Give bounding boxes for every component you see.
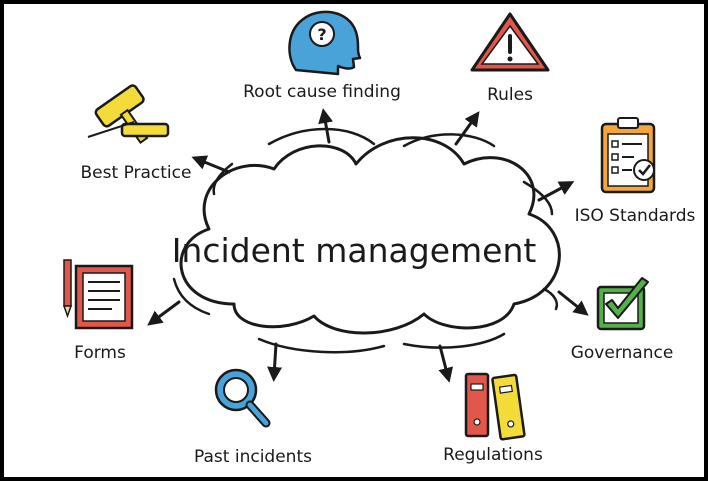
checkbox-tick-icon (596, 277, 649, 331)
central-cloud: Incident management (172, 127, 561, 354)
svg-text:?: ? (317, 25, 326, 44)
node-label-past-incidents: Past incidents (194, 447, 312, 467)
arrow-forms (147, 300, 181, 326)
form-document-icon (62, 259, 134, 330)
connector-arrows (147, 108, 589, 383)
background (4, 4, 704, 477)
binders-icon (464, 372, 526, 441)
node-label-best-practice: Best Practice (81, 163, 192, 183)
node-past-incidents: Past incidents (194, 368, 312, 467)
arrow-regulations (438, 344, 454, 383)
warning-triangle-icon (470, 12, 550, 72)
node-label-iso: ISO Standards (575, 206, 696, 226)
node-label-root-cause: Root cause finding (243, 82, 401, 102)
node-label-regulations: Regulations (443, 445, 543, 465)
node-rules: Rules (470, 12, 550, 105)
magnifier-icon (214, 368, 271, 428)
node-label-forms: Forms (74, 343, 126, 363)
arrow-past-incidents (267, 342, 283, 382)
node-label-governance: Governance (571, 343, 674, 363)
center-title: Incident management (172, 231, 537, 270)
node-best-practice: Best Practice (81, 84, 192, 183)
node-regulations: Regulations (443, 372, 543, 465)
arrow-governance (557, 290, 589, 316)
arrow-iso (537, 181, 575, 202)
gavel-icon (87, 84, 170, 144)
node-iso: ISO Standards (575, 117, 696, 226)
arrow-best-practice (191, 155, 231, 174)
clipboard-checklist-icon (600, 117, 656, 194)
arrow-rules (454, 111, 480, 146)
node-root-cause: ? Root cause finding (243, 10, 401, 102)
node-forms: Forms (62, 259, 134, 363)
node-label-rules: Rules (487, 85, 533, 105)
head-question-icon: ? (288, 10, 362, 76)
arrow-root-cause (318, 108, 333, 144)
node-governance: Governance (571, 277, 674, 363)
incident-management-mindmap: Incident management ? Root cause finding… (4, 4, 704, 477)
